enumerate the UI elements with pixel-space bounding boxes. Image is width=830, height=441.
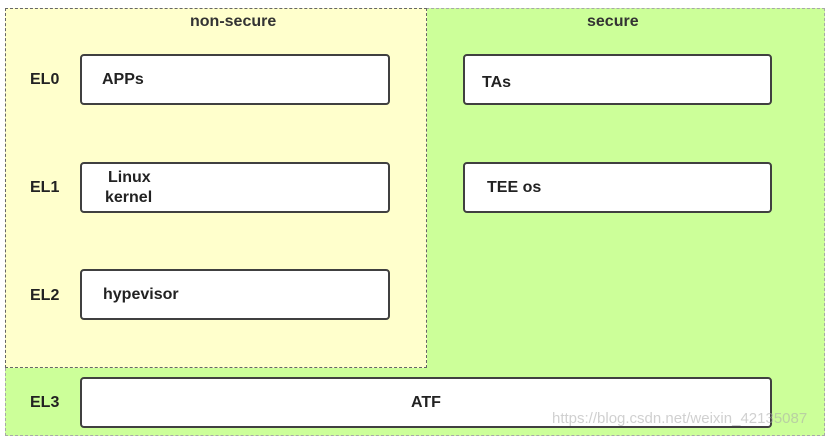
el2-label: EL2 (30, 287, 60, 304)
tee-os-label: TEE os (487, 179, 542, 196)
hypervisor-label: hypevisor (103, 286, 179, 303)
el1-label: EL1 (30, 179, 60, 196)
tas-box: TAs (463, 54, 772, 105)
linux-kernel-label-line1: Linux (108, 169, 151, 186)
watermark: https://blog.csdn.net/weixin_42135087 (552, 410, 808, 427)
hypervisor-box: hypevisor (80, 269, 390, 320)
linux-kernel-box: Linux kernel (80, 162, 390, 213)
apps-label: APPs (102, 71, 144, 88)
atf-box: ATF (80, 377, 772, 428)
linux-kernel-label-line2: kernel (105, 189, 153, 206)
secure-title: secure (587, 13, 639, 30)
nonsecure-title: non-secure (190, 13, 277, 30)
el3-label: EL3 (30, 394, 60, 411)
apps-box: APPs (80, 54, 390, 105)
tas-label: TAs (482, 74, 512, 91)
atf-label: ATF (411, 394, 441, 411)
el0-label: EL0 (30, 71, 60, 88)
tee-os-box: TEE os (463, 162, 772, 213)
